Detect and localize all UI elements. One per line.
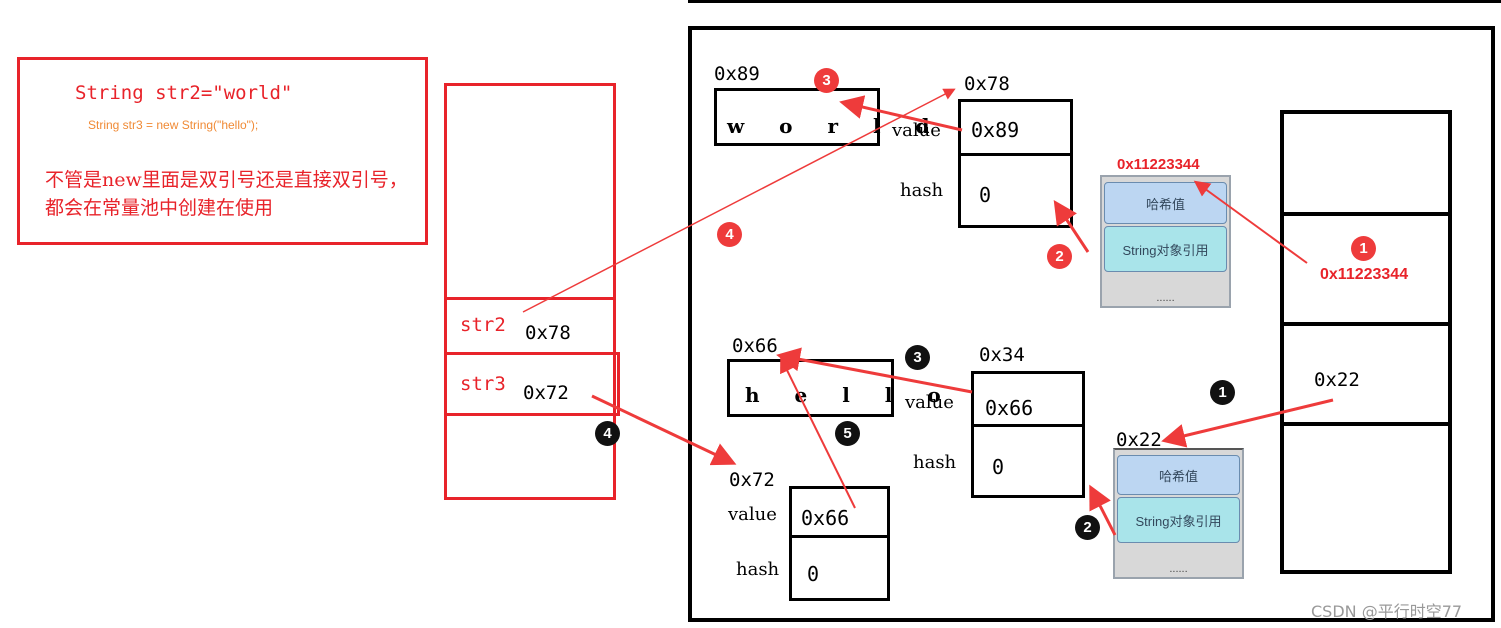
- marker-black-4: 4: [595, 421, 620, 446]
- stack-str3-name: str3: [460, 373, 506, 395]
- marker-black-3: 3: [905, 345, 930, 370]
- world-card-addr: 0x11223344: [1117, 156, 1200, 173]
- arrow-table-to-world-card: [1193, 180, 1308, 264]
- world-chars-text: w o r l d: [727, 114, 944, 138]
- table-cell-world-ref: 0x11223344: [1320, 266, 1409, 283]
- new-obj-value-label: value: [728, 504, 777, 525]
- arrow-0x34-value-to-hello: [776, 347, 973, 394]
- stack-str3-value: 0x72: [523, 382, 569, 404]
- marker-black-5: 5: [835, 421, 860, 446]
- new-obj-addr: 0x72: [729, 469, 775, 491]
- string-table-divider-1: [1280, 212, 1452, 216]
- world-card-ref-row: String对象引用: [1104, 226, 1227, 272]
- marker-red-1: 1: [1351, 236, 1376, 261]
- new-obj-hash-label: hash: [736, 559, 780, 580]
- world-obj-addr: 0x78: [964, 73, 1010, 95]
- stack-frame: [444, 83, 616, 500]
- arrow-world-card-to-hash: [1053, 199, 1090, 253]
- hello-card: 哈希值 String对象引用 ......: [1113, 448, 1244, 579]
- hello-card-ref-row: String对象引用: [1117, 497, 1240, 543]
- code-note-box: String str2="world" String str3 = new St…: [17, 57, 428, 245]
- hello-card-dots: ......: [1169, 563, 1188, 575]
- note-text: 不管是new里面是双引号还是直接双引号，都会在常量池中创建在使用: [45, 169, 408, 219]
- arrow-str2-to-0x78: [522, 88, 956, 313]
- marker-black-2: 2: [1075, 515, 1100, 540]
- stack-str2-name: str2: [460, 314, 506, 336]
- code-line-str3: String str3 = new String("hello");: [88, 118, 259, 132]
- marker-black-1: 1: [1210, 380, 1235, 405]
- top-border-line: [688, 0, 1501, 3]
- string-table: [1280, 110, 1452, 574]
- hello-chars-text: h e l l o: [745, 383, 955, 407]
- world-card-hash-row: 哈希值: [1104, 182, 1227, 224]
- world-card: 哈希值 String对象引用 ......: [1100, 175, 1231, 308]
- new-obj-value-cell: 0x66: [789, 486, 890, 538]
- stack-slot-str3: str3 0x72: [444, 352, 620, 416]
- world-obj-hash-label: hash: [900, 180, 944, 201]
- hello-obj-value-label: value: [905, 392, 954, 413]
- marker-red-2: 2: [1047, 244, 1072, 269]
- marker-red-4: 4: [717, 222, 742, 247]
- world-obj-value-label: value: [892, 120, 941, 141]
- world-chars-addr: 0x89: [714, 63, 760, 85]
- new-obj-value: 0x66: [801, 506, 850, 530]
- arrow-hello-card-to-hash: [1089, 484, 1117, 536]
- heap-frame: [688, 26, 1495, 622]
- hello-obj-hash-label: hash: [913, 452, 957, 473]
- hello-chars-addr: 0x66: [732, 335, 778, 357]
- stack-str2-value: 0x78: [525, 322, 571, 344]
- world-obj-value: 0x89: [971, 118, 1020, 142]
- hello-obj-value: 0x66: [985, 396, 1034, 420]
- watermark: CSDN @平行时空77: [1311, 602, 1463, 621]
- new-obj-hash-cell: 0: [789, 535, 890, 601]
- new-obj-hash: 0: [807, 562, 820, 586]
- arrow-str3-to-0x72: [591, 394, 737, 466]
- world-obj-hash: 0: [979, 183, 992, 207]
- hello-card-addr: 0x22: [1116, 429, 1162, 451]
- string-table-divider-2: [1280, 322, 1452, 326]
- marker-red-3: 3: [814, 68, 839, 93]
- stack-slot-str2: str2 0x78: [444, 297, 616, 355]
- arrow-0x72-value-to-hello: [780, 356, 856, 509]
- hello-card-hash-row: 哈希值: [1117, 455, 1240, 495]
- hello-obj-hash: 0: [992, 455, 1005, 479]
- hello-obj-addr: 0x34: [979, 344, 1025, 366]
- world-card-dots: ......: [1156, 292, 1175, 304]
- table-cell-hello-ref: 0x22: [1314, 369, 1360, 391]
- arrow-value-to-world: [839, 95, 963, 132]
- arrow-table-to-hello-card: [1161, 398, 1334, 448]
- string-table-divider-3: [1280, 422, 1452, 426]
- hello-obj-hash-cell: 0: [971, 424, 1085, 498]
- code-line-str2: String str2="world": [75, 82, 293, 104]
